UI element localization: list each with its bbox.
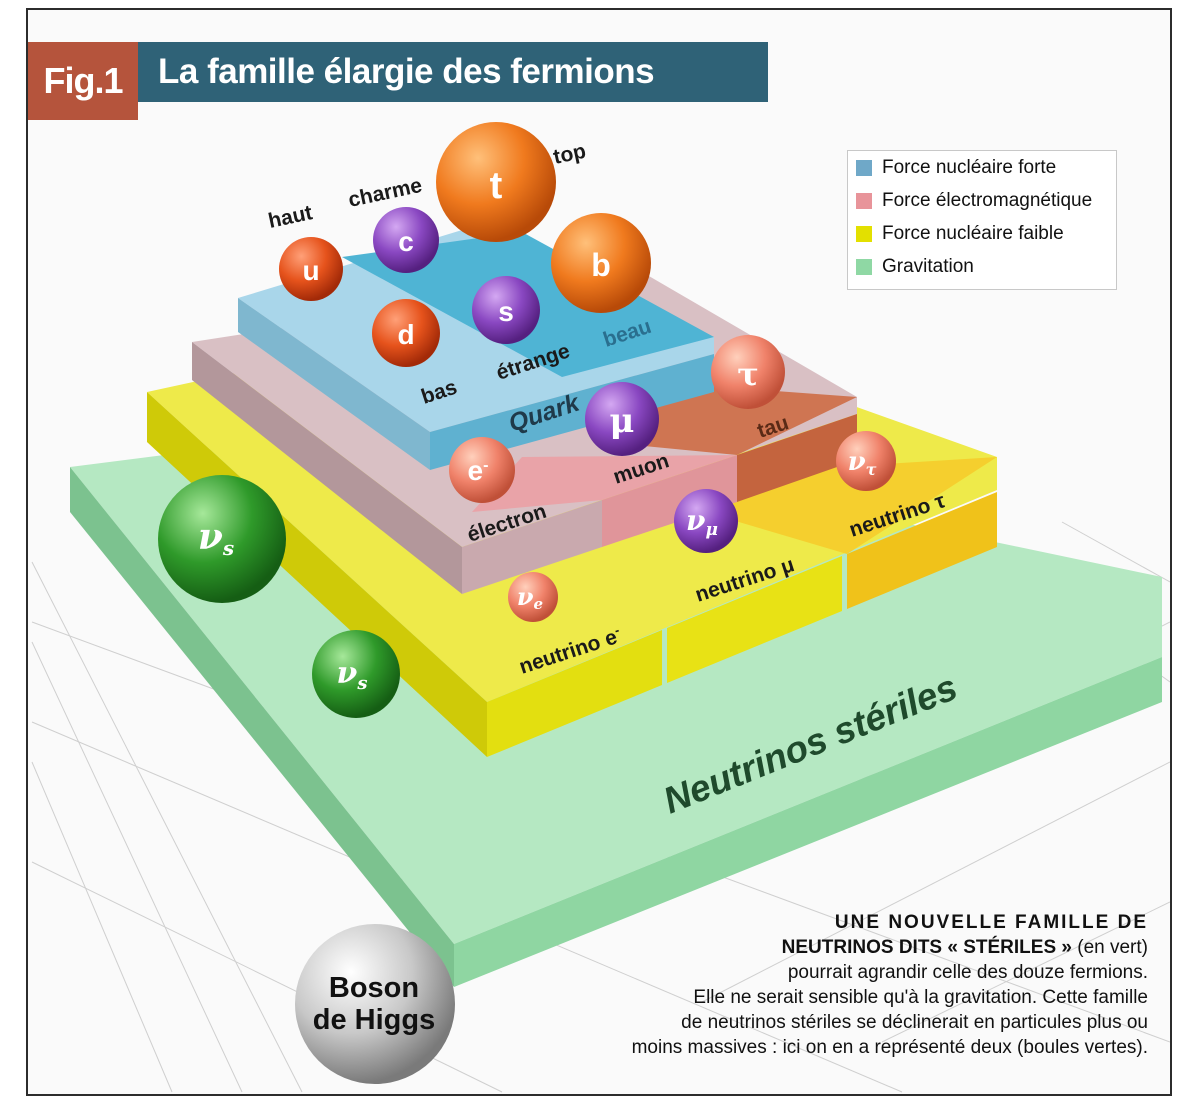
particle-nu-mu — [674, 489, 738, 553]
legend-label: Force électromagnétique — [882, 189, 1093, 211]
caption-line-3: pourrait agrandir celle des douze fermio… — [787, 962, 1148, 983]
symbol-d: d — [397, 319, 414, 350]
svg-text:e-: e- — [468, 455, 489, 486]
symbol-s: s — [498, 296, 514, 327]
caption-line-1: UNE NOUVELLE FAMILLE DE — [834, 912, 1148, 933]
caption-line-6: moins massives : ici on en a représenté … — [631, 1037, 1148, 1058]
symbol-nu-e: ν — [517, 582, 534, 611]
particle-d — [372, 299, 440, 367]
higgs-line-1: Boson — [328, 972, 420, 1004]
symbol-nu-s-small-sub: s — [356, 673, 367, 694]
legend-label: Force nucléaire faible — [882, 222, 1064, 244]
symbol-nu-s-small: ν — [337, 656, 358, 691]
particle-nu-e — [508, 572, 558, 622]
symbol-e-sup: - — [483, 457, 488, 474]
figure-frame: t b u c s d τ μ e- ντ νμ νe νs νs — [26, 8, 1172, 1096]
label-haut: haut — [266, 201, 314, 233]
particle-t — [436, 122, 556, 242]
particle-u — [279, 237, 343, 301]
particles — [158, 122, 896, 1084]
symbol-nu-s-large-sub: s — [222, 536, 234, 560]
svg-text:νs: νs — [337, 656, 368, 694]
symbol-b: b — [591, 247, 611, 283]
particle-e — [449, 437, 515, 503]
legend-swatch — [856, 192, 872, 209]
svg-text:νμ: νμ — [686, 504, 718, 540]
legend: Force nucléaire forte Force électromagné… — [847, 150, 1117, 290]
svg-text:νe: νe — [517, 582, 543, 613]
legend-item-electromagnetic: Force électromagnétique — [848, 184, 1116, 217]
symbol-nu-tau: ν — [848, 447, 866, 477]
particle-nu-s-small — [312, 630, 400, 718]
symbol-t: t — [490, 165, 503, 207]
higgs-line-2: de Higgs — [312, 1004, 436, 1036]
legend-item-gravitation: Gravitation — [848, 250, 1116, 283]
symbol-nu-tau-sub: τ — [866, 460, 877, 479]
svg-text:νs: νs — [198, 516, 234, 560]
particle-mu — [585, 382, 659, 456]
legend-swatch — [856, 225, 872, 242]
particle-nu-tau — [836, 431, 896, 491]
particle-tau — [711, 335, 785, 409]
fig-label: Fig.1 — [28, 42, 138, 120]
symbol-mu: μ — [610, 401, 635, 441]
symbol-nu-e-sub: e — [534, 595, 544, 613]
particle-b — [551, 213, 651, 313]
particle-c — [373, 207, 439, 273]
label-neutrino-e-sup: - — [612, 622, 621, 638]
legend-item-strong: Force nucléaire forte — [848, 151, 1116, 184]
pyramid-diagram: t b u c s d τ μ e- ντ νμ νe νs νs — [31, 122, 1170, 1093]
higgs-label: Boson de Higgs — [304, 972, 444, 1036]
legend-swatch — [856, 258, 872, 275]
caption-line-2: NEUTRINOS DITS « STÉRILES » (en vert) — [468, 935, 1148, 960]
symbol-u: u — [302, 255, 319, 286]
symbol-nu-mu-sub: μ — [705, 520, 717, 540]
caption: UNE NOUVELLE FAMILLE DE NEUTRINOS DITS «… — [468, 910, 1148, 1060]
symbol-c: c — [398, 226, 414, 257]
particle-s — [472, 276, 540, 344]
caption-line-4: Elle ne serait sensible qu'à la gravitat… — [693, 987, 1148, 1008]
svg-text:ντ: ντ — [848, 447, 877, 479]
caption-line-5: de neutrinos stériles se déclinerait en … — [681, 1012, 1148, 1033]
label-charme: charme — [346, 174, 424, 212]
figure-title: La famille élargie des fermions — [138, 42, 768, 102]
legend-item-weak: Force nucléaire faible — [848, 217, 1116, 250]
symbol-nu-mu: ν — [686, 504, 705, 537]
particle-nu-s-large — [158, 475, 286, 603]
caption-line-2-bold: NEUTRINOS DITS « STÉRILES » — [781, 937, 1072, 958]
symbol-nu-s-large: ν — [198, 516, 223, 558]
caption-line-2-rest: (en vert) — [1071, 937, 1148, 958]
label-top: top — [551, 140, 588, 169]
higgs-boson — [295, 924, 455, 1084]
symbol-tau: τ — [737, 355, 759, 393]
legend-swatch — [856, 159, 872, 176]
legend-label: Force nucléaire forte — [882, 156, 1057, 178]
legend-label: Gravitation — [882, 255, 974, 277]
symbol-e: e — [468, 455, 484, 486]
